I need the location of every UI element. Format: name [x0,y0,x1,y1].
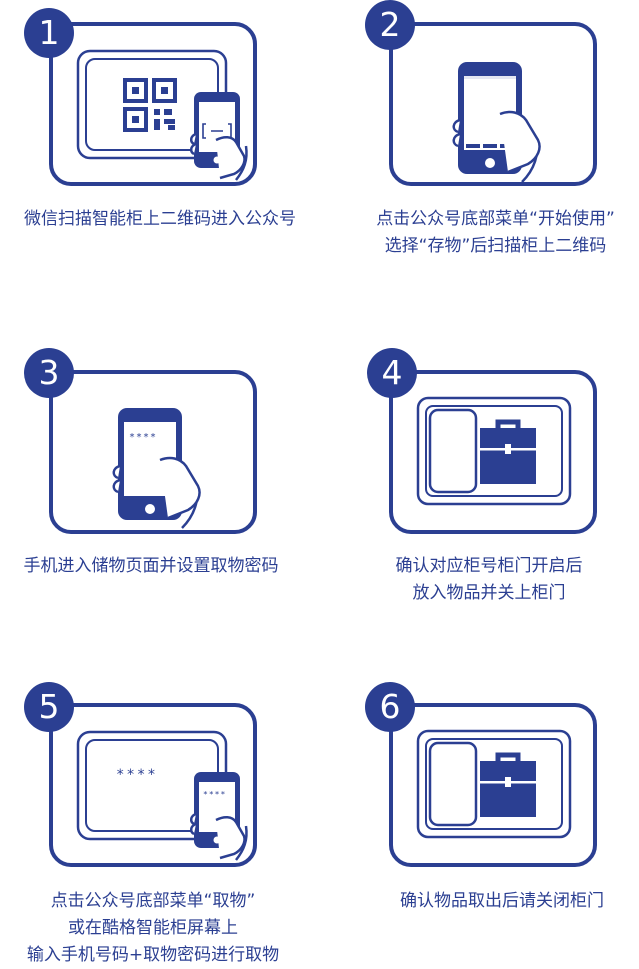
caption-line: 输入手机号码+取物密码进行取物 [26,945,280,965]
step-2-badge: 2 [365,0,415,50]
qr-code-icon [123,78,177,132]
hand-phone-password-icon [190,772,248,861]
step-3-caption: 手机进入储物页面并设置取物密码 [0,553,302,580]
caption-line: 或在酷格智能柜屏幕上 [68,918,238,938]
hand-phone-menu-icon [452,62,541,183]
caption-line: 点击公众号底部菜单“取物” [50,891,256,911]
hand-phone-password-icon [112,408,201,529]
caption-line: 确认物品取出后请关闭柜门 [400,891,604,911]
step-2-caption: 点击公众号底部菜单“开始使用” 选择“存物”后扫描柜上二维码 [352,206,639,260]
step-5-caption: 点击公众号底部菜单“取物” 或在酷格智能柜屏幕上 输入手机号码+取物密码进行取物 [0,888,306,969]
step-6-badge: 6 [365,682,415,732]
phone-password-text: **** [203,790,227,799]
step-1-badge: 1 [24,8,74,58]
phone-password-text: **** [129,432,158,443]
caption-line: 选择“存物”后扫描柜上二维码 [384,236,607,256]
step-5-badge: 5 [24,682,74,732]
caption-line: 手机进入储物页面并设置取物密码 [23,556,279,576]
caption-line: 放入物品并关上柜门 [412,583,566,603]
caption-line: 点击公众号底部菜单“开始使用” [376,209,615,229]
step-3-badge: 3 [24,348,74,398]
briefcase-icon [480,752,536,817]
step-1-caption: 微信扫描智能柜上二维码进入公众号 [0,206,320,233]
caption-line: 微信扫描智能柜上二维码进入公众号 [24,209,296,229]
caption-line: 确认对应柜号柜门开启后 [395,556,583,576]
step-4-caption: 确认对应柜号柜门开启后 放入物品并关上柜门 [384,553,594,607]
step-4-badge: 4 [367,348,417,398]
hand-phone-scan-icon [190,92,248,181]
briefcase-icon [480,419,536,484]
step-6-caption: 确认物品取出后请关闭柜门 [376,888,628,915]
locker-password-text: **** [116,767,158,783]
